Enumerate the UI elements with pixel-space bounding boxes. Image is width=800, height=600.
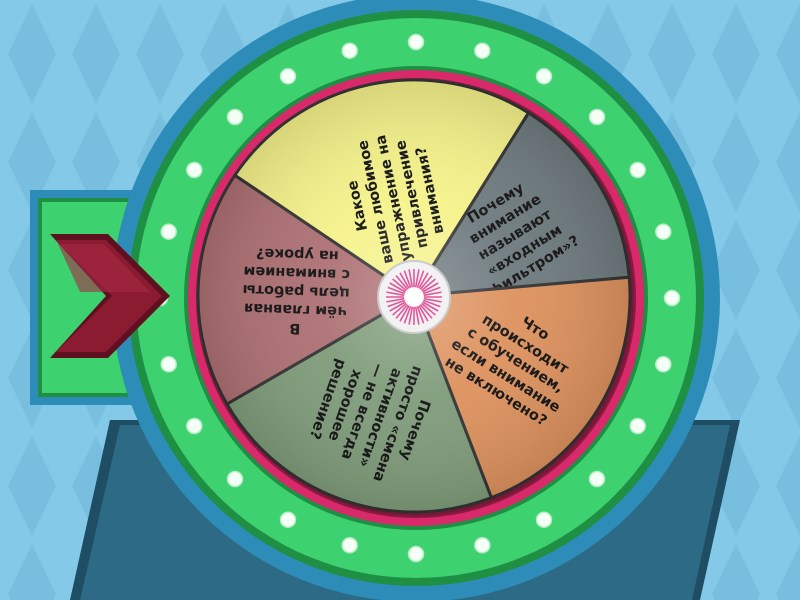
rim-light: [226, 108, 244, 126]
rim-light: [655, 223, 672, 240]
rim-light: [186, 417, 203, 435]
rim-light: [341, 537, 358, 554]
rim-light: [160, 356, 177, 373]
rim-light: [535, 511, 553, 528]
wheel-hub-icon[interactable]: [377, 260, 451, 334]
rim-light: [279, 511, 297, 528]
rim-light: [629, 417, 646, 435]
pointer-arrow-icon: [50, 234, 170, 358]
rim-light: [407, 33, 425, 51]
rim-light: [186, 161, 203, 179]
rim-light: [341, 42, 358, 59]
rim-light: [474, 42, 491, 59]
rim-light: [535, 68, 553, 85]
rim-light: [226, 470, 244, 488]
rim-light: [474, 537, 491, 554]
rim-light: [663, 289, 681, 307]
rim-light: [655, 356, 672, 373]
rim-light: [160, 223, 177, 240]
rim-light: [407, 545, 425, 563]
rim-light: [588, 470, 606, 488]
rim-light: [279, 68, 297, 85]
segment-question-line: В: [289, 320, 301, 336]
segment-question-line: на уроке?: [256, 244, 339, 263]
rim-light: [588, 108, 606, 126]
rim-light: [629, 161, 646, 179]
